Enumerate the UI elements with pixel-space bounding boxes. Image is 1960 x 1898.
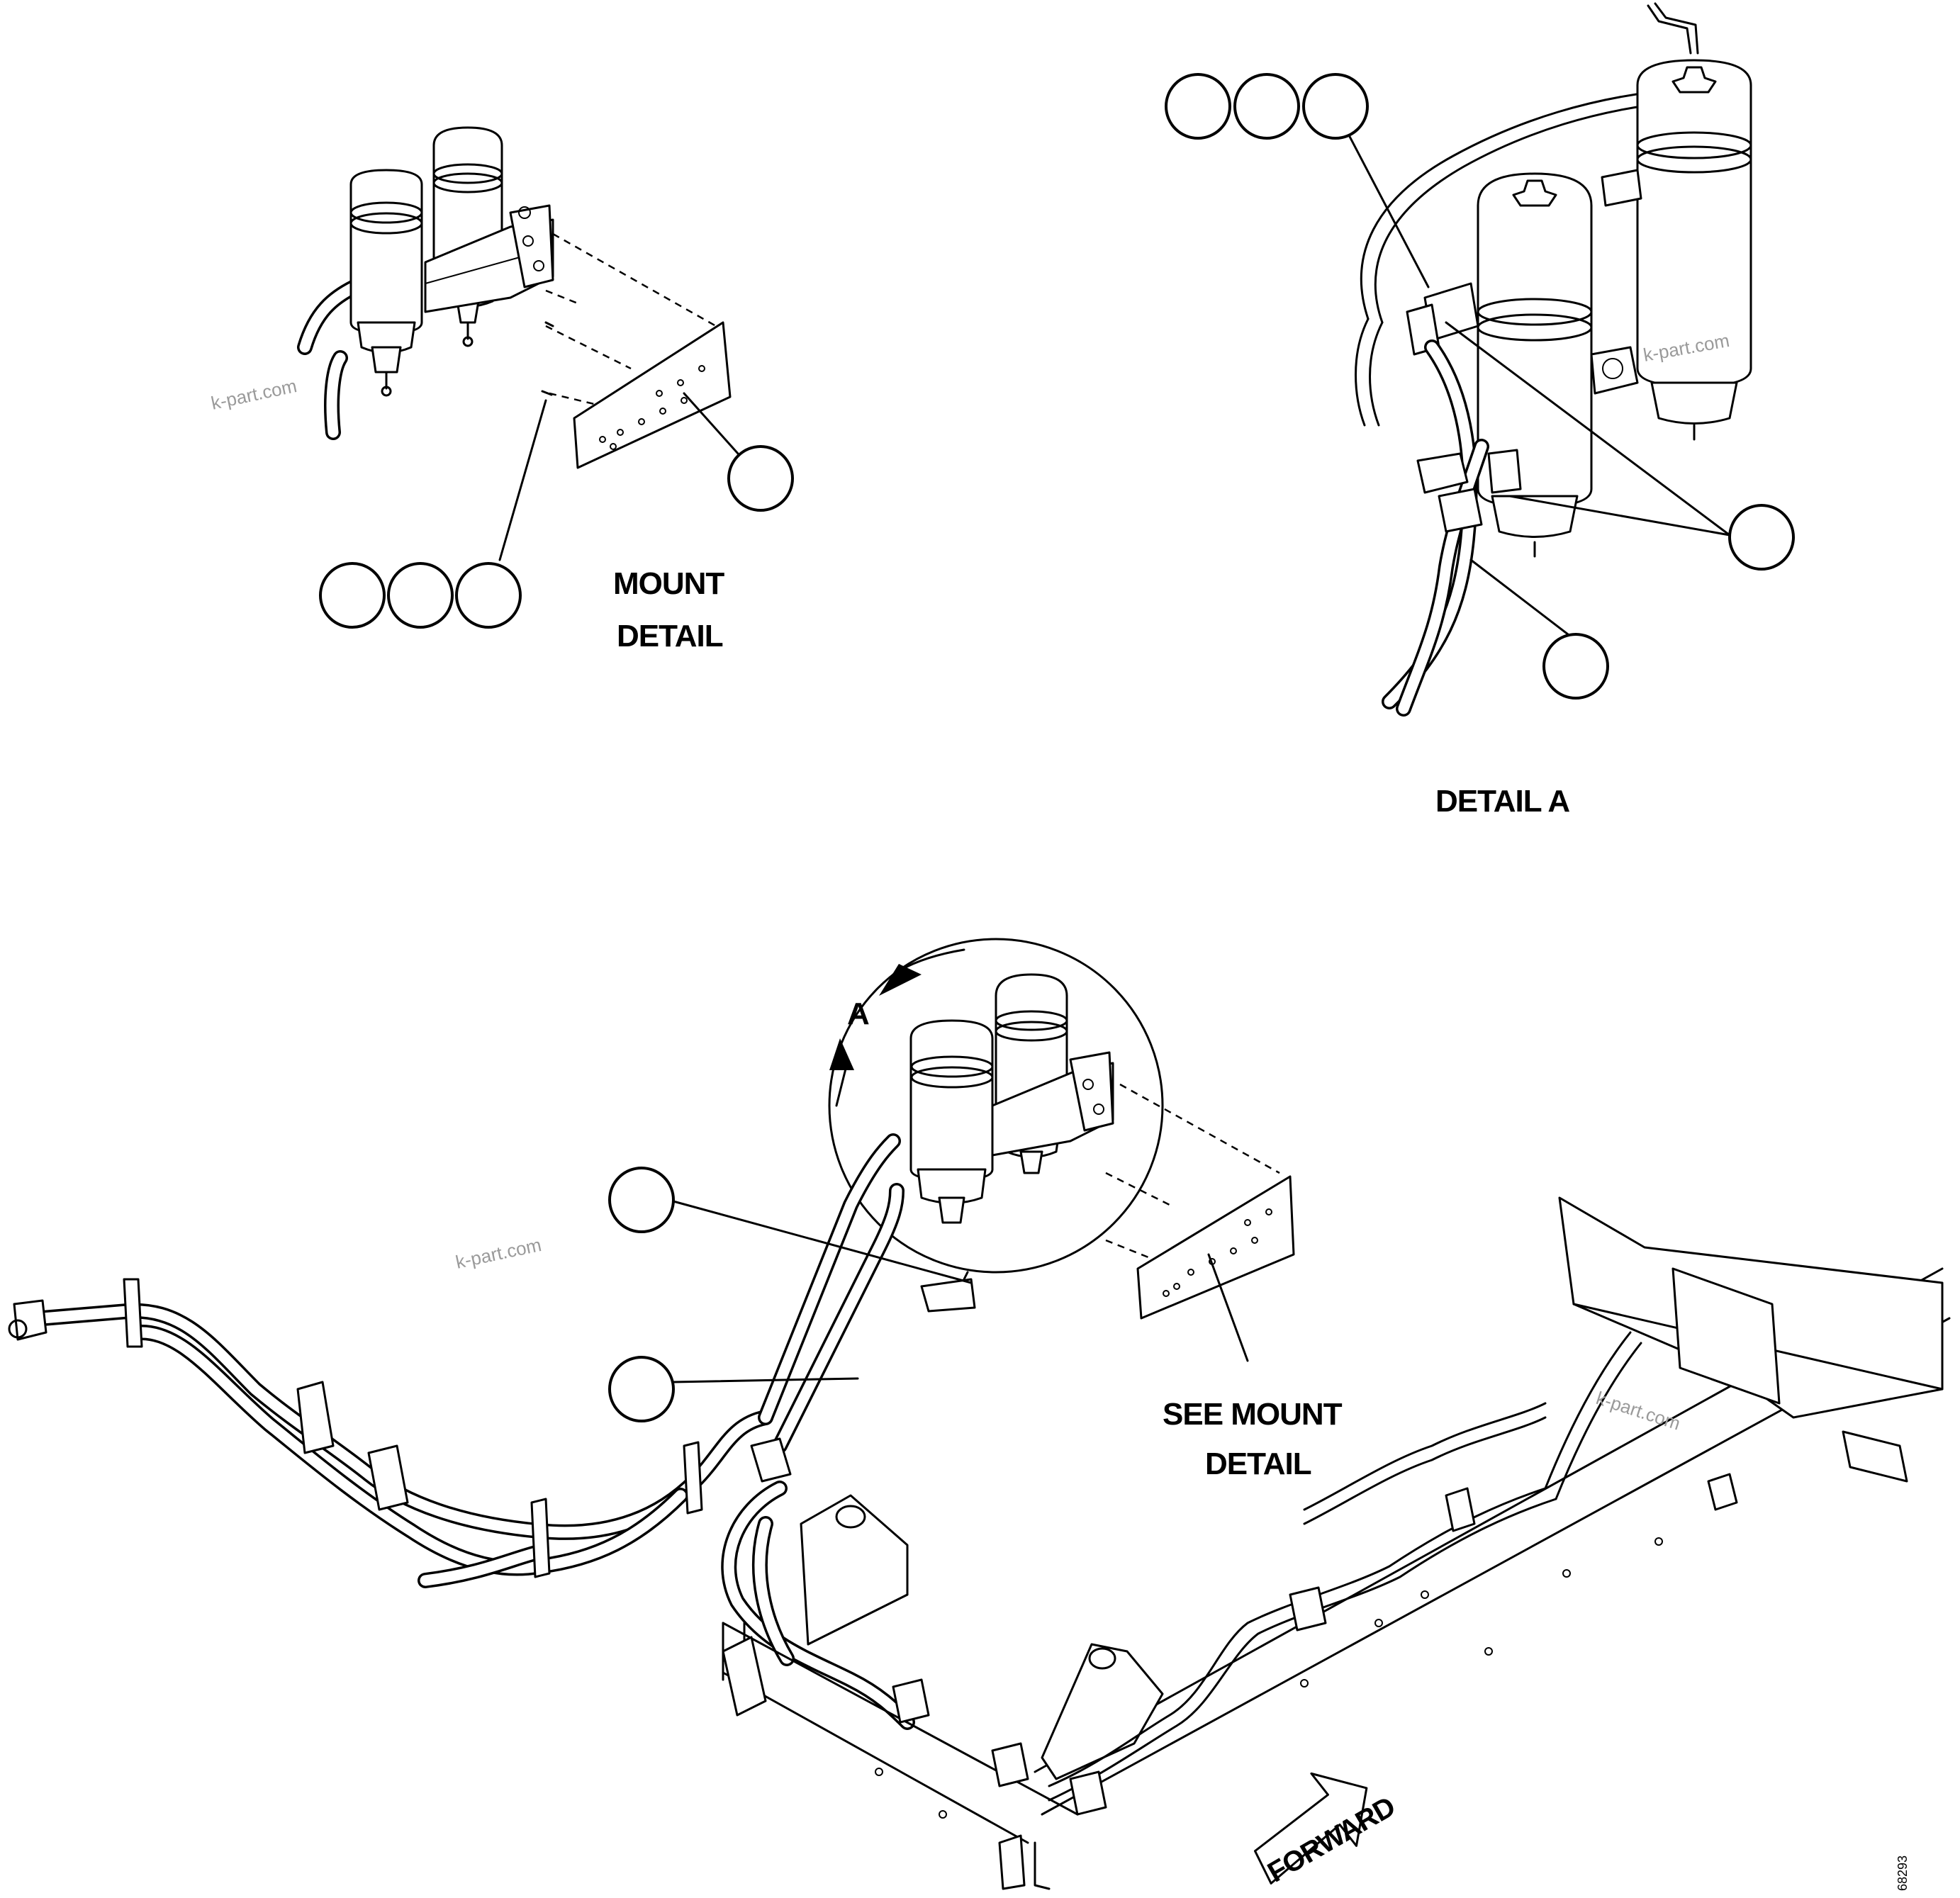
callout-bubble: [1542, 633, 1609, 700]
watermark: k-part.com: [454, 1234, 543, 1273]
see-mount-detail-label-line1: SEE MOUNT: [1163, 1397, 1343, 1432]
fuel-filter-left: [349, 169, 423, 397]
detail-a-label: DETAIL A: [1435, 784, 1569, 819]
detail-a-view: [1345, 2, 1752, 717]
fuel-filter-rear: [1636, 59, 1752, 441]
callout-bubble: [727, 445, 794, 512]
mount-detail-label-line2: DETAIL: [617, 619, 723, 653]
callout-bubble: [387, 562, 454, 629]
callout-bubble: [608, 1167, 675, 1233]
view-a-circle: [828, 938, 1164, 1274]
callout-bubble: [1728, 504, 1795, 571]
main-assembly-view: [8, 938, 1951, 1890]
mount-detail-view: [297, 126, 746, 561]
watermark: k-part.com: [209, 375, 298, 414]
view-a-label: A: [847, 996, 869, 1031]
callout-bubble: [1302, 73, 1369, 140]
callout-bubble: [319, 562, 386, 629]
see-mount-detail-label-line2: DETAIL: [1205, 1447, 1311, 1481]
fuel-filter-front: [1477, 172, 1593, 558]
callout-bubble: [1165, 73, 1231, 140]
callout-bubble: [455, 562, 522, 629]
mount-detail-label-line1: MOUNT: [613, 566, 724, 601]
mount-plate: [573, 321, 732, 469]
watermark: k-part.com: [1594, 1387, 1683, 1434]
drawing-number: 68293: [1895, 1855, 1910, 1891]
callout-bubble: [1233, 73, 1300, 140]
forward-arrow: FORWARD: [1253, 1772, 1400, 1889]
callout-bubble: [608, 1356, 675, 1422]
